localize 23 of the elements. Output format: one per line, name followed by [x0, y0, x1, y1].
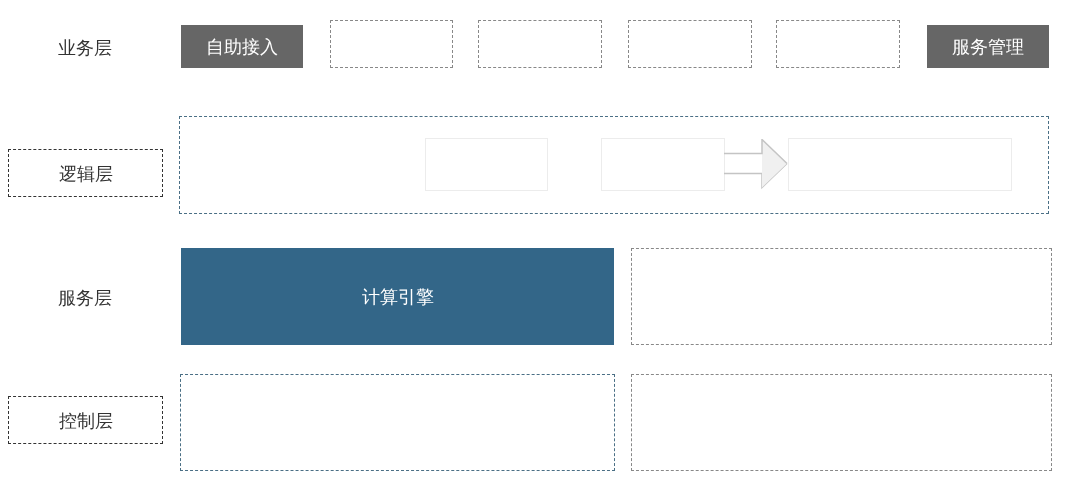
module-box: [181, 25, 303, 68]
box-label: 自助接入: [206, 35, 278, 59]
placeholder-box: [776, 20, 900, 68]
placeholder-box: [631, 374, 1052, 471]
placeholder-box: [180, 374, 615, 471]
engine-box: [181, 248, 614, 345]
box-label: 服务管理: [952, 35, 1024, 59]
placeholder-box: [478, 20, 602, 68]
layer-label-box: [8, 149, 163, 197]
placeholder-box: [628, 20, 752, 68]
faint-box: [601, 138, 725, 191]
layer-label-box: [8, 396, 163, 444]
placeholder-box: [330, 20, 453, 68]
faint-box: [788, 138, 1012, 191]
box-label: 逻辑层: [58, 161, 113, 186]
module-box: [927, 25, 1049, 68]
layer-container: [179, 116, 1049, 214]
placeholder-box: [631, 248, 1052, 345]
box-label: 计算引擎: [361, 285, 434, 309]
layer-label: 服务层: [57, 286, 113, 310]
block-arrow: [723, 138, 788, 190]
box-label: 控制层: [58, 408, 113, 433]
layer-label: 业务层: [57, 36, 113, 60]
